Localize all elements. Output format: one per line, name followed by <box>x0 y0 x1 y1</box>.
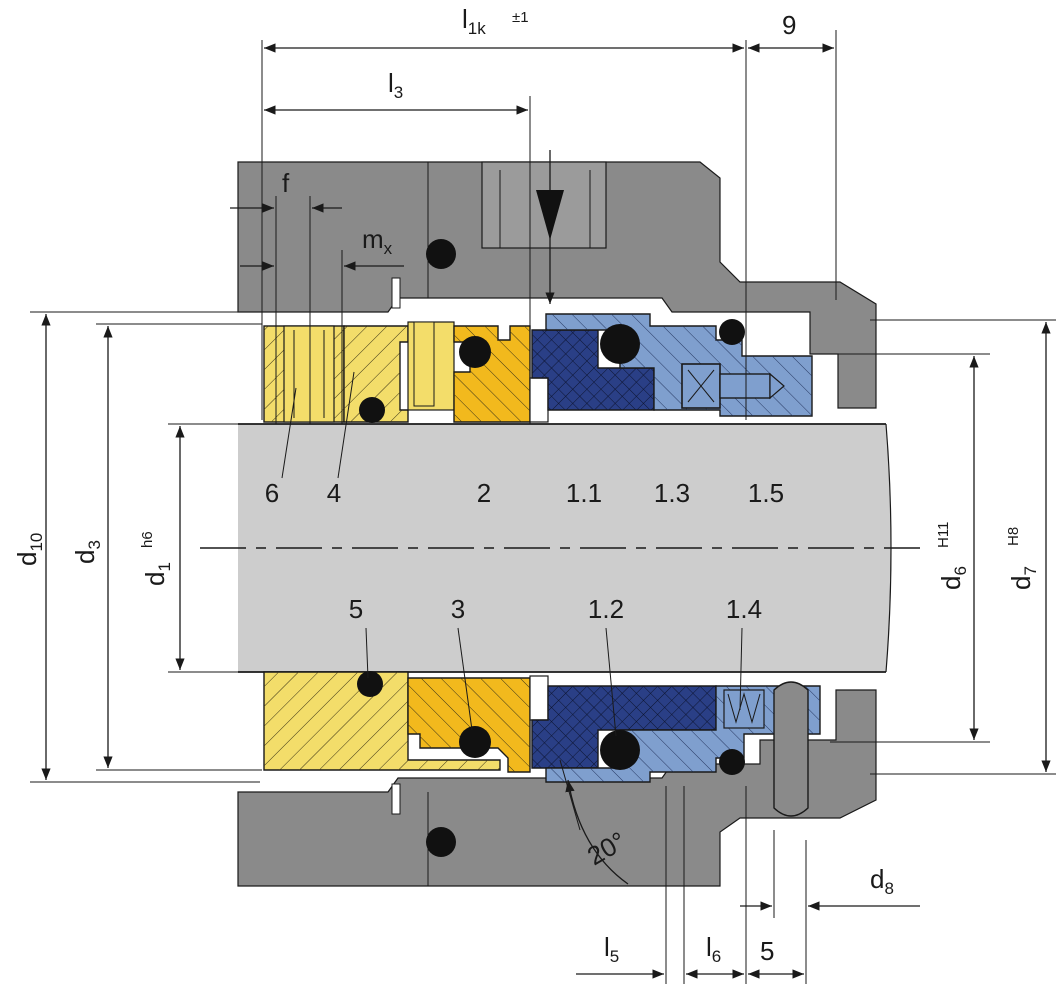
shaft <box>200 423 920 673</box>
dim-9: 9 <box>782 10 796 40</box>
dim-d7: d7 <box>1006 566 1040 590</box>
dim-d6-tolerance: H11 <box>935 522 952 548</box>
dim-f: f <box>282 168 290 198</box>
dim-d7-tolerance: H8 <box>1005 527 1022 546</box>
seal-top <box>263 313 813 423</box>
dim-l3: l3 <box>388 68 403 102</box>
label-part-4: 4 <box>327 478 341 508</box>
dim-d8: d8 <box>870 864 894 898</box>
part-labels: 6 4 2 1.1 1.3 1.5 5 3 1.2 1.4 <box>265 371 784 737</box>
dim-mx: mx <box>362 224 393 258</box>
o-ring-part3-top <box>459 336 491 368</box>
label-part-5: 5 <box>349 594 363 624</box>
o-ring-part4 <box>359 397 385 423</box>
o-ring-part1-2 <box>600 730 640 770</box>
label-part-1-5: 1.5 <box>748 478 784 508</box>
label-part-6: 6 <box>265 478 279 508</box>
dim-l6: l6 <box>706 932 721 966</box>
axial-dimensions <box>230 30 920 984</box>
flow-arrow-icon <box>536 190 564 240</box>
o-ring-part3 <box>459 726 491 758</box>
dim-d6: d6 <box>936 566 970 590</box>
dim-d3: d3 <box>70 540 104 564</box>
radial-dimensions <box>30 311 1056 783</box>
label-part-1-4: 1.4 <box>726 594 762 624</box>
dim-l5: l5 <box>604 932 619 966</box>
label-part-1-3: 1.3 <box>654 478 690 508</box>
dim-5: 5 <box>760 936 774 966</box>
housing-top <box>237 161 877 409</box>
label-part-2: 2 <box>477 478 491 508</box>
o-ring-housing-bottom <box>426 827 456 857</box>
dim-l1k: l1k <box>462 4 486 38</box>
label-part-1-1: 1.1 <box>566 478 602 508</box>
dim-l1k-tolerance: ±1 <box>512 9 529 26</box>
seal-bottom <box>263 671 821 817</box>
dim-d10: d10 <box>12 533 46 566</box>
o-ring-part1-4 <box>719 749 745 775</box>
label-part-3: 3 <box>451 594 465 624</box>
label-part-1-2: 1.2 <box>588 594 624 624</box>
o-ring-part5 <box>357 671 383 697</box>
o-ring-housing-top <box>426 239 456 269</box>
dim-d1: d1 <box>140 562 174 586</box>
dim-d1-tolerance: h6 <box>139 531 156 548</box>
o-ring-part1-2-top <box>600 324 640 364</box>
housing-bottom <box>237 689 877 887</box>
o-ring-part1-5 <box>719 319 745 345</box>
